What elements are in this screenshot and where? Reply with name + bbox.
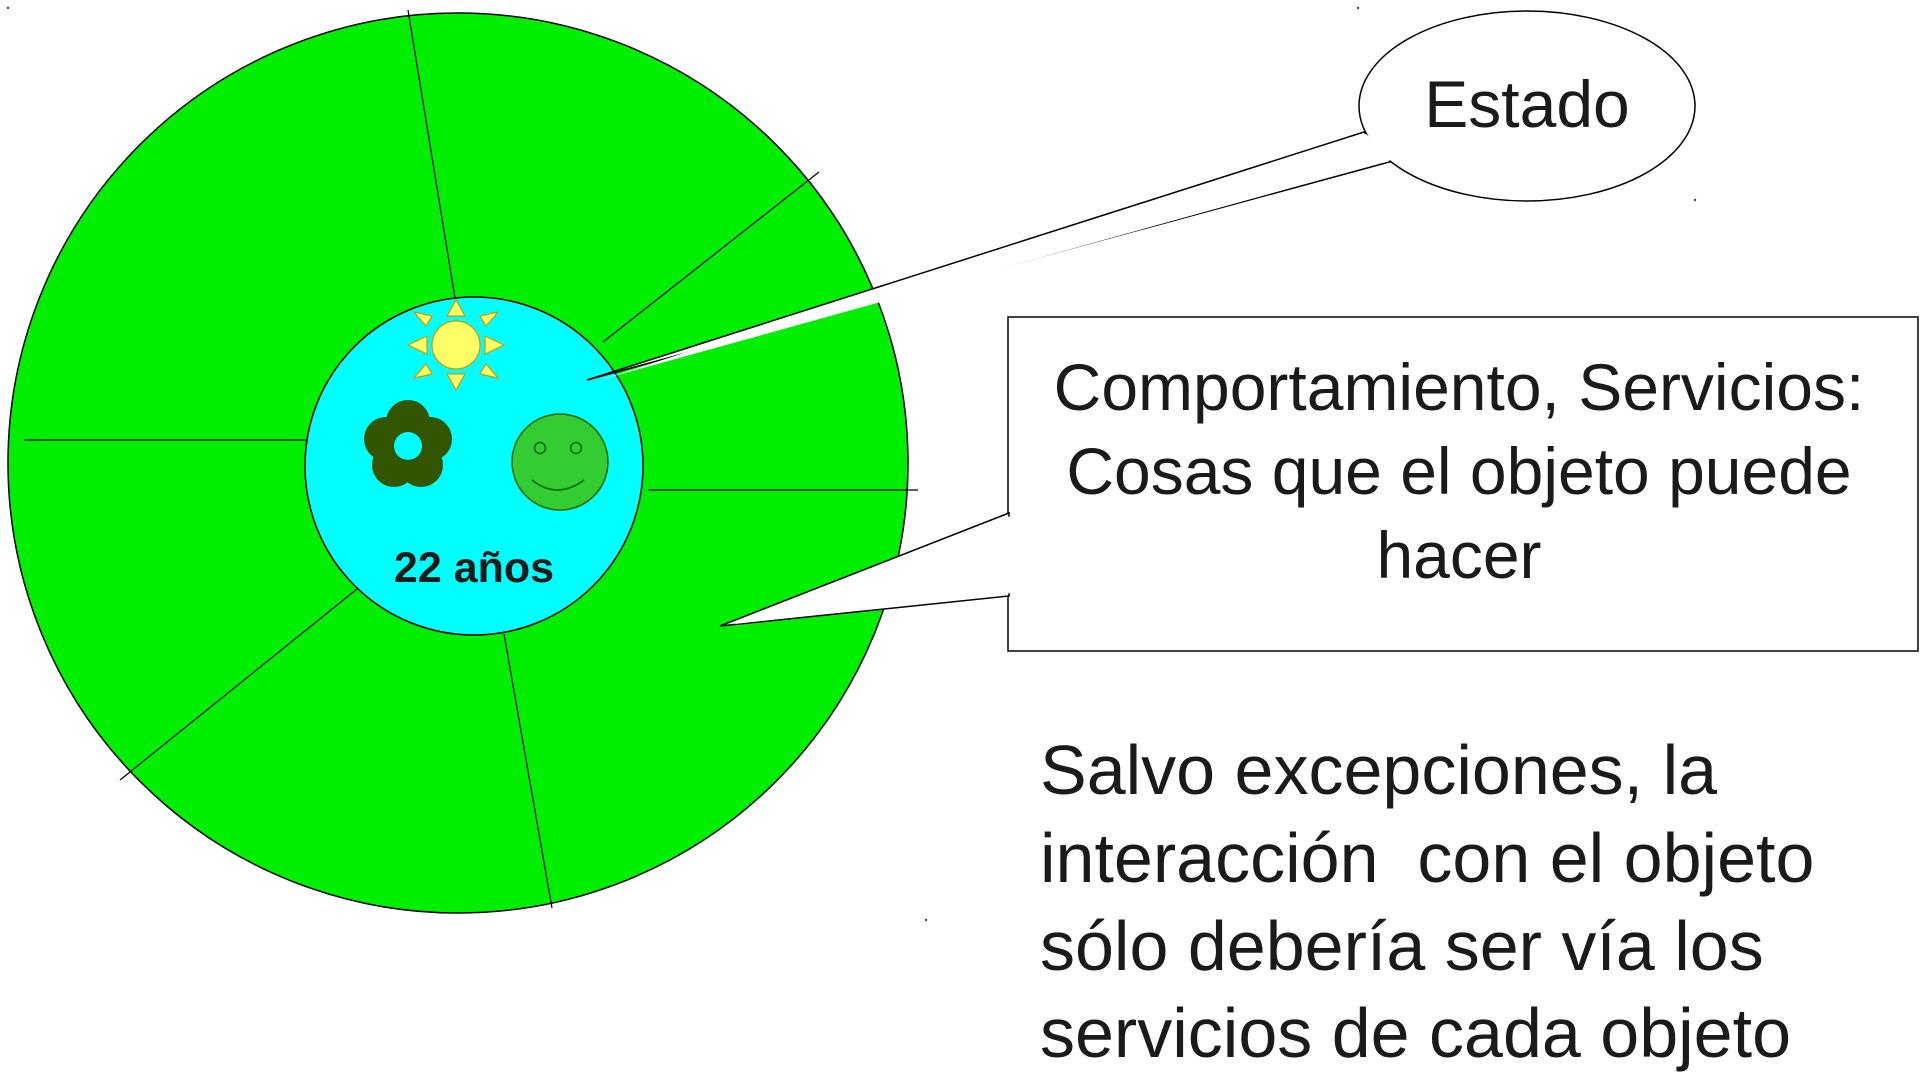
flower-icon <box>364 400 452 487</box>
inner-state-core <box>304 296 644 636</box>
note-line: Salvo excepciones, la <box>1040 731 1718 809</box>
note-line: sólo debería ser vía los <box>1040 907 1764 985</box>
state-callout-label: Estado <box>1424 67 1629 141</box>
note-line: interacción con el objeto <box>1040 819 1815 897</box>
ring-sector-dividers <box>24 9 918 909</box>
sun-icon <box>406 298 506 392</box>
behavior-callout-line: Comportamiento, Servicios: <box>1053 350 1865 424</box>
smiley-face-icon <box>511 413 609 511</box>
behavior-callout-line: hacer <box>1376 518 1542 592</box>
behavior-callout-line: Cosas que el objeto puede <box>1066 434 1852 508</box>
stray-dots <box>6 6 1697 922</box>
behavior-callout-text: Comportamiento, Servicios: Cosas que el … <box>1008 345 1910 597</box>
behavior-callout-box <box>1007 316 1919 652</box>
age-label: 22 años <box>394 544 554 592</box>
note-line: servicios de cada objeto <box>1040 994 1791 1072</box>
state-callout-bubble <box>1358 10 1696 202</box>
